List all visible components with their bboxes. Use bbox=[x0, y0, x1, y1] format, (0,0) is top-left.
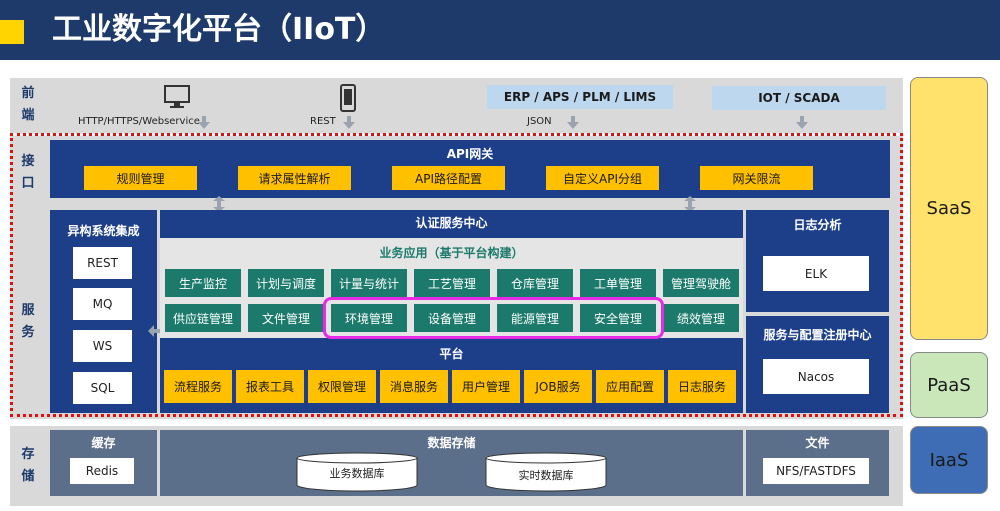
integration-header: 异构系统集成 bbox=[67, 224, 140, 238]
file-header: 文件 bbox=[805, 436, 830, 450]
business-app: 绩效管理 bbox=[663, 304, 739, 332]
integration-item: WS bbox=[73, 330, 132, 362]
erp-system-box: ERP / APS / PLM / LIMS bbox=[487, 85, 673, 109]
realtime-database-label: 实时数据库 bbox=[518, 469, 574, 482]
iaas-tier: IaaS bbox=[910, 426, 988, 494]
business-app: 计量与统计 bbox=[331, 269, 407, 297]
platform-item: 权限管理 bbox=[308, 370, 376, 403]
title-bar bbox=[0, 0, 1000, 60]
business-app: 文件管理 bbox=[248, 304, 324, 332]
interface-label: 接口 bbox=[21, 154, 35, 191]
down-arrow-icon bbox=[567, 116, 579, 129]
business-app: 工单管理 bbox=[580, 269, 656, 297]
platform-item: 流程服务 bbox=[164, 370, 232, 403]
business-app: 能源管理 bbox=[497, 304, 573, 332]
data-storage-header: 数据存储 bbox=[427, 436, 476, 450]
gateway-item: API路径配置 bbox=[392, 166, 505, 190]
elk-box: ELK bbox=[763, 256, 869, 291]
json-protocol-label: JSON bbox=[527, 116, 552, 127]
gateway-item: 自定义API分组 bbox=[546, 166, 659, 190]
paas-tier: PaaS bbox=[910, 352, 988, 418]
nacos-box: Nacos bbox=[763, 359, 869, 394]
platform-item: 报表工具 bbox=[236, 370, 304, 403]
gateway-item: 网关限流 bbox=[700, 166, 813, 190]
down-arrow-icon bbox=[796, 116, 808, 129]
auth-center-header: 认证服务中心 bbox=[415, 216, 488, 230]
down-arrow-icon bbox=[343, 116, 355, 129]
down-arrow-icon bbox=[198, 116, 210, 129]
rest-protocol-label: REST bbox=[310, 116, 336, 127]
business-app: 生产监控 bbox=[165, 269, 241, 297]
database-cylinder-icon bbox=[296, 452, 418, 492]
monitor-icon bbox=[164, 85, 190, 108]
iot-system-box: IOT / SCADA bbox=[712, 86, 886, 110]
platform-item: 用户管理 bbox=[452, 370, 520, 403]
business-app: 设备管理 bbox=[414, 304, 490, 332]
core-region-border bbox=[10, 133, 903, 417]
business-app: 环境管理 bbox=[331, 304, 407, 332]
business-app: 供应链管理 bbox=[165, 304, 241, 332]
business-apps-header: 业务应用（基于平台构建） bbox=[379, 246, 524, 260]
business-app: 安全管理 bbox=[580, 304, 656, 332]
business-app: 计划与调度 bbox=[248, 269, 324, 297]
connector-arrow-icon bbox=[684, 196, 696, 212]
business-app: 仓库管理 bbox=[497, 269, 573, 297]
gateway-item: 请求属性解析 bbox=[238, 166, 351, 190]
log-analysis-header: 日志分析 bbox=[793, 218, 842, 232]
title-marker bbox=[0, 20, 24, 44]
platform-item: JOB服务 bbox=[524, 370, 592, 403]
storage-label: 存储 bbox=[21, 447, 35, 484]
connector-arrow-icon bbox=[213, 196, 225, 212]
http-protocol-label: HTTP/HTTPS/Webservice bbox=[78, 116, 200, 127]
database-cylinder-icon bbox=[485, 452, 607, 492]
platform-item: 日志服务 bbox=[668, 370, 736, 403]
platform-header: 平台 bbox=[439, 347, 464, 361]
business-database-label: 业务数据库 bbox=[329, 467, 385, 480]
frontend-label: 前端 bbox=[21, 86, 35, 123]
nfs-box: NFS/FASTDFS bbox=[763, 458, 869, 484]
highlight-frame bbox=[323, 297, 664, 339]
data-storage-panel bbox=[160, 430, 743, 496]
business-app: 工艺管理 bbox=[414, 269, 490, 297]
service-label: 服务 bbox=[21, 303, 35, 340]
api-gateway-header: API网关 bbox=[446, 147, 494, 161]
integration-item: REST bbox=[73, 247, 132, 279]
integration-item: MQ bbox=[73, 288, 132, 320]
saas-tier: SaaS bbox=[910, 77, 988, 340]
registry-header: 服务与配置注册中心 bbox=[763, 328, 872, 342]
page-title: 工业数字化平台（IIoT） bbox=[52, 12, 386, 47]
redis-box: Redis bbox=[70, 458, 134, 484]
gateway-item: 规则管理 bbox=[84, 166, 197, 190]
phone-icon bbox=[340, 84, 356, 112]
cache-header: 缓存 bbox=[91, 436, 116, 450]
business-app: 管理驾驶舱 bbox=[663, 269, 739, 297]
integration-item: SQL bbox=[73, 372, 132, 404]
platform-item: 应用配置 bbox=[596, 370, 664, 403]
platform-item: 消息服务 bbox=[380, 370, 448, 403]
